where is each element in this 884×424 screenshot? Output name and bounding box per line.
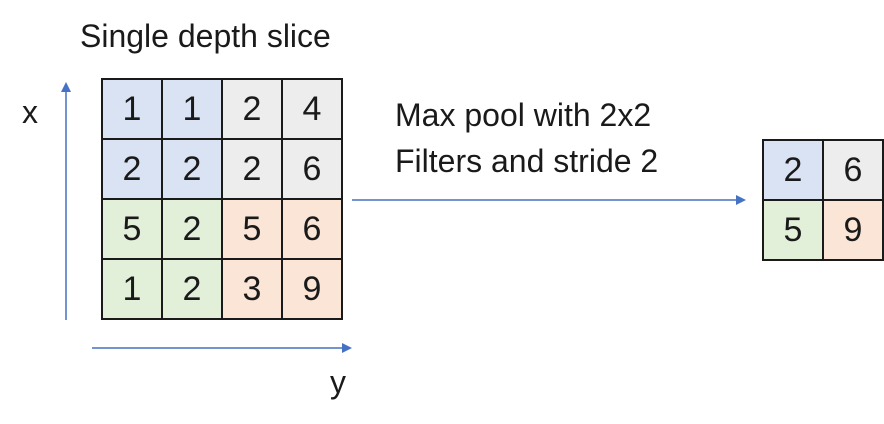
output-cell: 5 xyxy=(764,201,824,261)
input-cell: 9 xyxy=(283,260,343,320)
input-cell: 2 xyxy=(223,80,283,140)
input-cell: 6 xyxy=(283,140,343,200)
operation-description: Max pool with 2x2 Filters and stride 2 xyxy=(395,92,658,184)
input-cell: 5 xyxy=(103,200,163,260)
input-cell: 5 xyxy=(223,200,283,260)
output-cell: 2 xyxy=(764,141,824,201)
y-axis-label: y xyxy=(330,364,346,400)
input-cell: 2 xyxy=(163,140,223,200)
input-cell: 1 xyxy=(103,80,163,140)
input-cell: 1 xyxy=(103,260,163,320)
input-cell: 3 xyxy=(223,260,283,320)
input-cell: 1 xyxy=(163,80,223,140)
input-cell: 4 xyxy=(283,80,343,140)
input-cell: 2 xyxy=(223,140,283,200)
input-cell: 2 xyxy=(163,200,223,260)
input-cell: 2 xyxy=(163,260,223,320)
x-axis-label: x xyxy=(22,94,38,130)
operation-line-1: Max pool with 2x2 xyxy=(395,97,652,133)
diagram-title: Single depth slice xyxy=(80,18,331,54)
input-cell: 2 xyxy=(103,140,163,200)
output-cell: 6 xyxy=(824,141,884,201)
input-cell: 6 xyxy=(283,200,343,260)
operation-line-2: Filters and stride 2 xyxy=(395,143,659,179)
output-cell: 9 xyxy=(824,201,884,261)
